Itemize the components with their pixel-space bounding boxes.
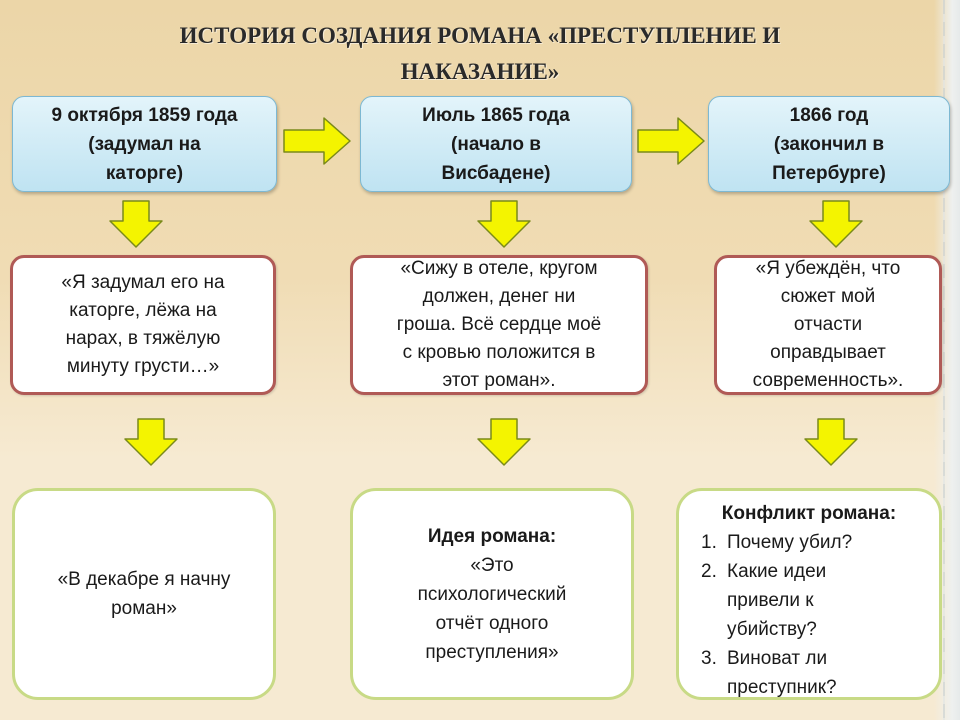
box-novel-conflict: Конфликт романа: 1. Почему убил? 2. Какие …: [676, 488, 942, 700]
right-arrow-icon: [283, 117, 351, 165]
idea-heading: Идея романа:: [427, 525, 557, 547]
date-box-1865: Июль 1865 года (начало в Висбадене): [360, 96, 632, 192]
idea-content: Идея романа: «Это психологический отчёт …: [353, 491, 631, 697]
list-text: Почему убил?: [727, 532, 853, 553]
down-arrow-icon: [124, 418, 178, 466]
box-december-start: «В декабре я начну роман»: [12, 488, 276, 700]
box-novel-idea: Идея романа: «Это психологический отчёт …: [350, 488, 634, 700]
idea-text: «Это психологический отчёт одного престу…: [417, 554, 567, 663]
conflict-list: 1. Почему убил? 2. Какие идеи привели к уб…: [701, 528, 939, 702]
title-line-2: НАКАЗАНИЕ»: [400, 59, 560, 84]
quote-box-hotel: «Сижу в отеле, кругом должен, денег ни г…: [350, 255, 648, 395]
conflict-heading: Конфликт романа:: [721, 503, 897, 524]
list-text: Какие идеи привели к убийству?: [727, 561, 827, 640]
list-number: 1.: [701, 532, 717, 553]
page-title: ИСТОРИЯ СОЗДАНИЯ РОМАНА «ПРЕСТУПЛЕНИЕ И …: [100, 18, 860, 90]
down-arrow-icon: [477, 200, 531, 248]
right-arrow-icon: [637, 117, 705, 165]
list-item: 1. Почему убил?: [701, 528, 939, 557]
title-line-1: ИСТОРИЯ СОЗДАНИЯ РОМАНА «ПРЕСТУПЛЕНИЕ И: [179, 23, 781, 48]
down-arrow-icon: [477, 418, 531, 466]
list-number: 3.: [701, 648, 717, 669]
list-text: Виноват ли преступник?: [727, 648, 837, 698]
list-number: 2.: [701, 561, 717, 582]
quote-box-plot: «Я убеждён, что сюжет мой отчасти оправд…: [714, 255, 942, 395]
list-item: 2. Какие идеи привели к убийству?: [701, 557, 939, 644]
date-box-1859: 9 октября 1859 года (задумал на каторге): [12, 96, 277, 192]
list-item: 3. Виноват ли преступник?: [701, 644, 939, 702]
down-arrow-icon: [109, 200, 163, 248]
down-arrow-icon: [809, 200, 863, 248]
date-box-1866: 1866 год (закончил в Петербурге): [708, 96, 950, 192]
down-arrow-icon: [804, 418, 858, 466]
quote-box-katorga: «Я задумал его на каторге, лёжа на нарах…: [10, 255, 276, 395]
december-quote: «В декабре я начну роман»: [57, 569, 231, 619]
